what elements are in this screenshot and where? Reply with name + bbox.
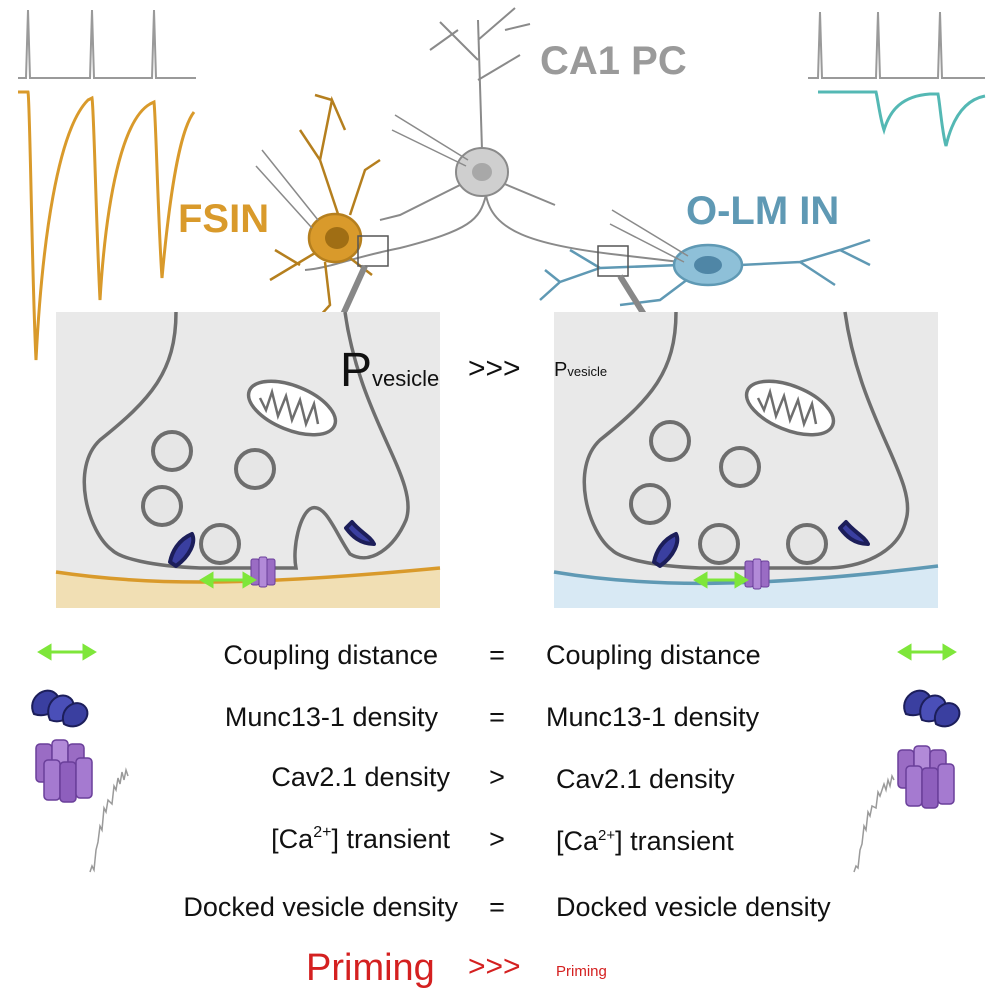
munc13-icon [344,520,376,546]
label-olm-in: O-LM IN [686,189,839,233]
vesicle-icon [141,430,276,565]
olm-postsynaptic-membrane [553,564,939,586]
p-vesicle-large-sub: vesicle [372,366,439,391]
munc13-icon [652,532,680,568]
priming-left: Priming [306,947,435,989]
row-calcium-left: [Ca2+] transient [271,824,450,854]
fsin-ipsc-trace [18,90,196,361]
ca1-pyramidal-cell [304,7,681,271]
row-calcium-left-pre: [Ca [271,824,314,854]
row-coupling-right: Coupling distance [546,640,761,670]
row-munc13-right: Munc13-1 density [546,702,760,732]
row-calcium-right: [Ca2+] transient [556,826,734,856]
olm-cell [539,238,871,307]
row-coupling-left: Coupling distance [223,640,438,670]
olm-pipette-icon [609,209,689,263]
olm-zoom-box [597,245,629,277]
priming-right: Priming [556,963,607,980]
mitochondrion-icon [744,379,836,437]
fsin-pc-spike-trace [18,9,196,79]
fsin-bouton-membrane [82,311,410,570]
olm-pc-spike-trace [808,11,985,79]
row-calcium-left-post: ] transient [331,824,450,854]
olm-terminal [553,311,939,608]
fsin-pipette-icon [255,149,319,229]
row-munc13-left: Munc13-1 density [225,702,439,732]
row-cav21-op: > [489,762,505,792]
cav21-channel-icon [897,745,955,809]
cav21-channel-icon [744,558,770,590]
coupling-arrow-icon [897,643,957,661]
row-docked-right: Docked vesicle density [556,892,831,922]
p-vesicle-large: P [340,344,372,397]
mitochondrion-icon [246,379,338,437]
row-cav21-right: Cav2.1 density [556,764,735,794]
munc13-icon [838,520,870,546]
calcium-trace-icon [89,767,129,873]
vesicle-icon [629,420,828,565]
row-munc13-op: = [489,702,505,732]
row-coupling-op: = [489,640,505,670]
coupling-arrow-icon [37,643,97,661]
row-calcium-left-sup: 2+ [313,824,331,841]
calcium-trace-icon [853,773,895,873]
row-docked-left: Docked vesicle density [183,892,458,922]
p-vesicle-label: Pvesicle [340,344,439,397]
row-calcium-op: > [489,824,505,854]
fsin-cell [269,93,381,319]
row-calcium-right-pre: [Ca [556,826,599,856]
p-vesicle-small-label: Pvesicle [554,359,607,381]
fsin-zoom-box [357,235,389,267]
p-vesicle-small-sub: vesicle [567,364,607,379]
coupling-arrow-icon [199,571,257,589]
p-vesicle-operator: >>> [468,352,521,385]
priming-operator: >>> [468,950,521,983]
munc13-icon [31,689,89,728]
olm-ipsc-trace [818,90,986,147]
cav21-channel-icon [250,556,276,588]
fsin-postsynaptic [56,568,440,608]
p-vesicle-small: P [554,359,567,381]
row-cav21-left: Cav2.1 density [271,762,450,792]
munc13-icon [903,689,961,728]
row-calcium-right-post: ] transient [615,826,734,856]
pc-pipette-icon [391,114,469,167]
row-calcium-right-sup: 2+ [598,827,615,844]
cav21-channel-icon [35,739,93,803]
row-docked-op: = [489,892,505,922]
munc13-icon [168,532,196,568]
coupling-arrow-icon [693,571,749,589]
label-fsin: FSIN [178,197,269,241]
fsin-terminal [55,311,441,608]
label-ca1-pc: CA1 PC [540,39,687,83]
